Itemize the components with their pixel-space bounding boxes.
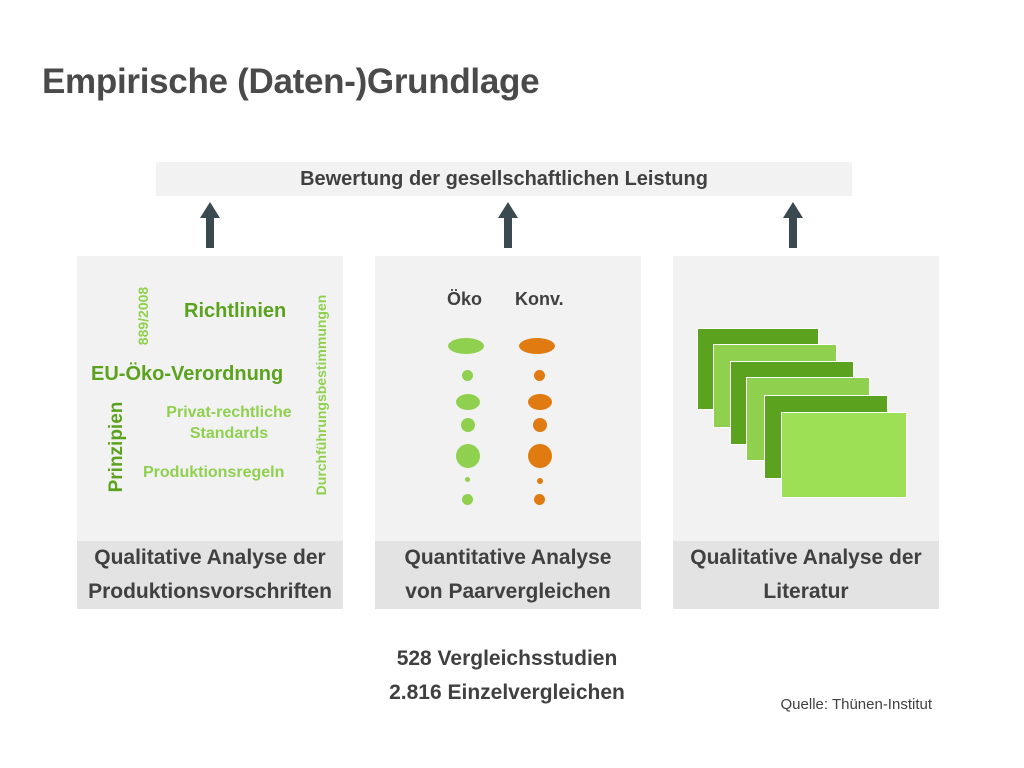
keyword-richtlinien: Richtlinien [184, 300, 287, 322]
literature-caption-line1: Qualitative Analyse der [690, 546, 922, 569]
konv-dot [537, 478, 543, 484]
comparison-panel: Öko Konv. [375, 256, 641, 541]
literature-caption: Qualitative Analyse der Literatur [673, 541, 939, 609]
stats-studies: 528 Vergleichsstudien [396, 647, 618, 670]
konv-dot [534, 494, 545, 505]
oeko-dot [456, 444, 480, 468]
literature-caption-line2: Literatur [763, 580, 849, 603]
legend-oeko: Öko [447, 289, 483, 309]
comparison-caption-line1: Quantitative Analyse [404, 546, 612, 569]
literature-panel [673, 256, 939, 541]
evaluation-label: Bewertung der gesellschaftlichen Leistun… [300, 167, 708, 190]
oeko-dot [448, 338, 484, 354]
konv-dot [528, 394, 552, 410]
oeko-dot [462, 370, 473, 381]
keyword-prinzipien: Prinzipien [106, 401, 127, 493]
keyword-privat-line1: Privat-rechtliche [166, 404, 292, 421]
up-arrow-icon-right [783, 202, 803, 248]
comparison-caption-line2: von Paarvergleichen [405, 580, 611, 603]
keyword-verordnung-number: 889/2008 [135, 286, 151, 346]
oeko-dot [461, 418, 475, 432]
keyword-privat-rechtliche-standards: Privat-rechtliche Standards [159, 402, 299, 444]
legend-konv: Konv. [515, 289, 564, 309]
konv-dot [533, 418, 547, 432]
slide-title: Empirische (Daten-)Grundlage [42, 62, 540, 101]
evaluation-box: Bewertung der gesellschaftlichen Leistun… [156, 162, 852, 196]
oeko-dot [462, 494, 473, 505]
up-arrow-icon-left [200, 202, 220, 248]
oeko-dot [465, 477, 470, 482]
regulations-caption-line2: Produktionsvorschriften [88, 580, 332, 603]
regulations-caption-line1: Qualitative Analyse der [94, 546, 326, 569]
keyword-privat-line2: Standards [189, 425, 269, 442]
regulations-panel: Richtlinien 889/2008 EU-Öko-Verordnung P… [77, 256, 343, 541]
stats-comparisons: 2.816 Einzelvergleichen [389, 681, 625, 704]
keyword-durchfuehrungsbestimmungen: Durchführungsbestimmungen [313, 294, 329, 496]
konv-dot [528, 444, 552, 468]
konv-dot [534, 370, 545, 381]
document-icon [781, 412, 907, 498]
oeko-dot [456, 394, 480, 410]
study-stats: 528 Vergleichsstudien 2.816 Einzelvergle… [374, 642, 640, 710]
comparison-caption: Quantitative Analyse von Paarvergleichen [375, 541, 641, 609]
konv-dot [519, 338, 555, 354]
keyword-produktionsregeln: Produktionsregeln [143, 464, 285, 481]
keyword-eu-oeko-verordnung: EU-Öko-Verordnung [91, 363, 284, 385]
regulations-caption: Qualitative Analyse der Produktionsvorsc… [77, 541, 343, 609]
up-arrow-icon-center [498, 202, 518, 248]
source-note: Quelle: Thünen-Institut [780, 696, 932, 713]
